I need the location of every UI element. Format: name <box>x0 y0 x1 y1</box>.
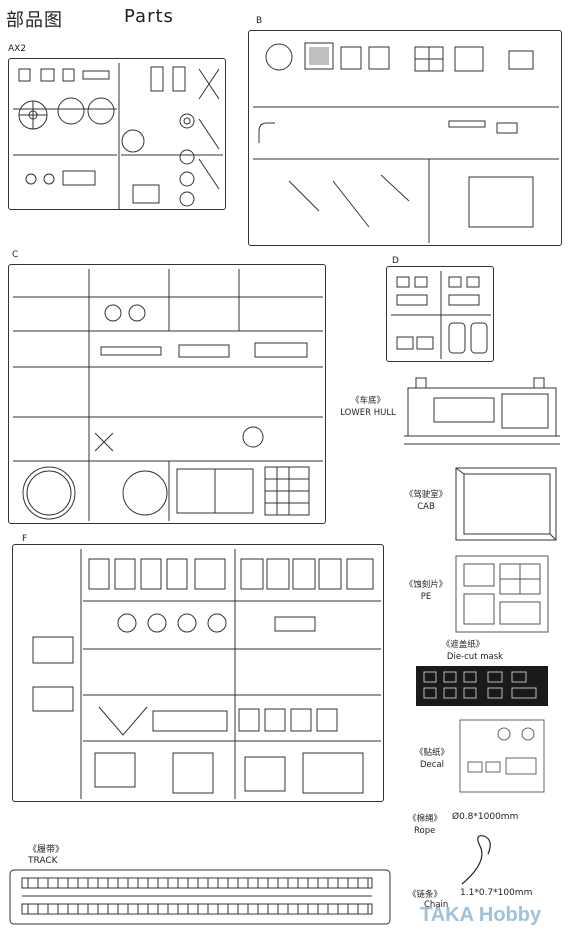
sprue-c-drawing <box>13 269 323 521</box>
pe-fret <box>454 554 550 634</box>
cab-label-en: CAB <box>417 502 435 512</box>
cab-part <box>452 464 560 544</box>
sprue-c <box>8 264 326 524</box>
chain-spec: 1.1*0.7*100mm <box>460 888 533 898</box>
pe-label-cn: 《蚀刻片》 <box>404 580 448 590</box>
lower-hull-label-en: LOWER HULL <box>340 408 396 418</box>
sprue-ax2-drawing <box>13 63 223 209</box>
sprue-label-d: D <box>392 256 399 266</box>
lower-hull-part <box>404 374 560 450</box>
chain-label-en: Chain <box>424 900 449 910</box>
title-en: Parts <box>124 6 174 27</box>
mask-label-en: Die-cut mask <box>446 652 504 662</box>
track-label-en: TRACK <box>28 856 58 866</box>
pe-label-en: PE <box>420 592 432 602</box>
rope-label-en: Rope <box>414 826 436 836</box>
sprue-b-drawing <box>253 42 559 243</box>
sprue-f-drawing <box>32 549 381 799</box>
rope-curve <box>461 835 491 885</box>
lower-hull-label-cn: 《车底》 <box>350 396 385 406</box>
sprue-label-ax2: AX2 <box>8 44 27 54</box>
title-cn: 部品图 <box>6 10 63 31</box>
cab-label-cn: 《驾驶室》 <box>404 490 448 500</box>
rope-drawing <box>458 832 498 886</box>
sprue-f <box>12 544 384 802</box>
decal-sheet-drawing <box>459 719 545 793</box>
mask-sheet <box>416 666 548 706</box>
watermark-text: TAKA Hobby <box>420 904 542 926</box>
pe-fret-drawing <box>455 555 549 633</box>
sprue-b <box>248 30 562 246</box>
decal-sheet <box>458 718 546 794</box>
sprue-d <box>386 266 494 362</box>
sprue-label-b: B <box>256 16 263 26</box>
cab-drawing <box>455 467 557 541</box>
rope-label-cn: 《棉绳》 <box>408 814 443 824</box>
chain-label-cn: 《链条》 <box>408 890 443 900</box>
track-label-cn: 《履带》 <box>28 845 65 855</box>
sprue-d-drawing <box>391 271 491 359</box>
lower-hull-drawing <box>404 377 560 445</box>
sprue-label-c: C <box>12 250 19 260</box>
sprue-label-f: F <box>22 534 28 544</box>
decal-label-en: Decal <box>419 760 445 770</box>
mask-sheet-drawing <box>423 671 537 699</box>
mask-label-cn: 《遮盖纸》 <box>441 640 485 650</box>
sprue-ax2 <box>8 58 226 210</box>
track-sprue <box>8 868 392 926</box>
track-drawing <box>9 869 391 925</box>
rope-spec: Ø0.8*1000mm <box>452 812 519 822</box>
decal-label-cn: 《贴纸》 <box>414 748 449 758</box>
